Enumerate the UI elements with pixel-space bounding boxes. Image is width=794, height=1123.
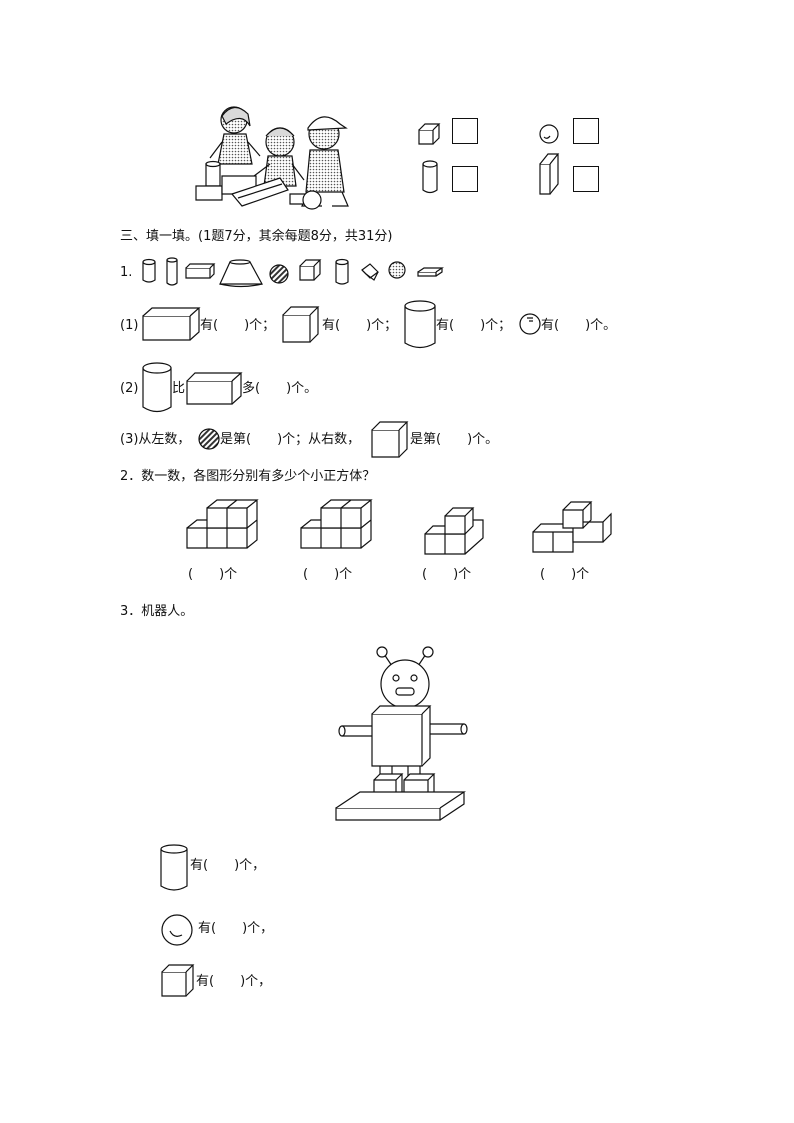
cube-icon	[161, 964, 195, 998]
row-board	[418, 272, 436, 276]
cylinder-icon	[404, 300, 436, 350]
answer-box-cuboid[interactable]	[573, 166, 599, 192]
small-cuboid-icon	[538, 152, 560, 196]
q1-part2-bi: 比	[172, 381, 186, 396]
q2-answer-1[interactable]: ( )个	[188, 567, 238, 582]
row-cylinder-3	[336, 262, 348, 284]
q1-part3-right: 是第( )个。	[410, 432, 499, 447]
q3-sphere-count: 有( )个，	[198, 921, 274, 936]
q1-part1-sphere-count: 有( )个。	[541, 318, 617, 333]
q2-title: 2．数一数，各图形分别有多少个小正方体？	[120, 469, 376, 484]
cube-stack-figure-4	[532, 498, 614, 556]
row-cylinder-2	[167, 260, 177, 285]
section-3-heading: 三、填一填。(1题7分，其余每题8分，共31分)	[120, 229, 393, 244]
cuboid-icon	[142, 306, 200, 342]
row-striped-ball	[270, 265, 288, 283]
cube-stack-figure-1	[186, 498, 260, 550]
sphere-icon	[519, 313, 541, 335]
cube-stack-figure-2	[300, 498, 374, 550]
q1-part2-label: (2)	[120, 381, 139, 396]
q1-part1-cube-count: 有( )个；	[322, 318, 398, 333]
row-cuboid-1	[186, 268, 210, 278]
sphere-icon	[160, 913, 194, 947]
q1-part1-label: (1)	[120, 318, 139, 333]
cube-icon	[282, 306, 320, 344]
answer-box-cube[interactable]	[452, 118, 478, 144]
q3-cylinder-count: 有( )个，	[190, 858, 266, 873]
q1-shape-row	[140, 256, 450, 288]
cuboid-icon	[186, 372, 242, 406]
small-cylinder-icon	[421, 160, 439, 194]
cylinder-icon	[142, 362, 172, 414]
cylinder-icon	[160, 844, 188, 892]
q1-part3-middle: 是第( )个；从右数，	[220, 432, 361, 447]
q1-part1-cuboid-count: 有( )个；	[200, 318, 276, 333]
q1-part1-cylinder-count: 有( )个；	[436, 318, 512, 333]
robot-figure	[334, 642, 470, 824]
row-cylinder-1	[143, 262, 155, 282]
cube-icon	[371, 421, 409, 459]
striped-ball-icon	[198, 428, 220, 450]
q1-part2-duo: 多( )个。	[242, 381, 318, 396]
row-cube	[300, 266, 314, 280]
cube-stack-figure-3	[424, 506, 486, 556]
q2-answer-4[interactable]: ( )个	[540, 567, 590, 582]
row-dotted-ball	[389, 262, 405, 278]
q3-title: 3．机器人。	[120, 604, 194, 619]
q2-answer-2[interactable]: ( )个	[303, 567, 353, 582]
q2-answer-3[interactable]: ( )个	[422, 567, 472, 582]
q3-cube-count: 有( )个，	[196, 974, 272, 989]
row-frustum	[220, 262, 262, 284]
q1-number: 1.	[120, 265, 133, 280]
children-playing-blocks-illustration	[192, 102, 352, 210]
answer-box-cylinder[interactable]	[452, 166, 478, 192]
small-sphere-icon	[538, 123, 560, 145]
small-cube-icon	[418, 123, 440, 145]
q1-part3-left: (3)从左数，	[120, 432, 191, 447]
answer-box-sphere[interactable]	[573, 118, 599, 144]
